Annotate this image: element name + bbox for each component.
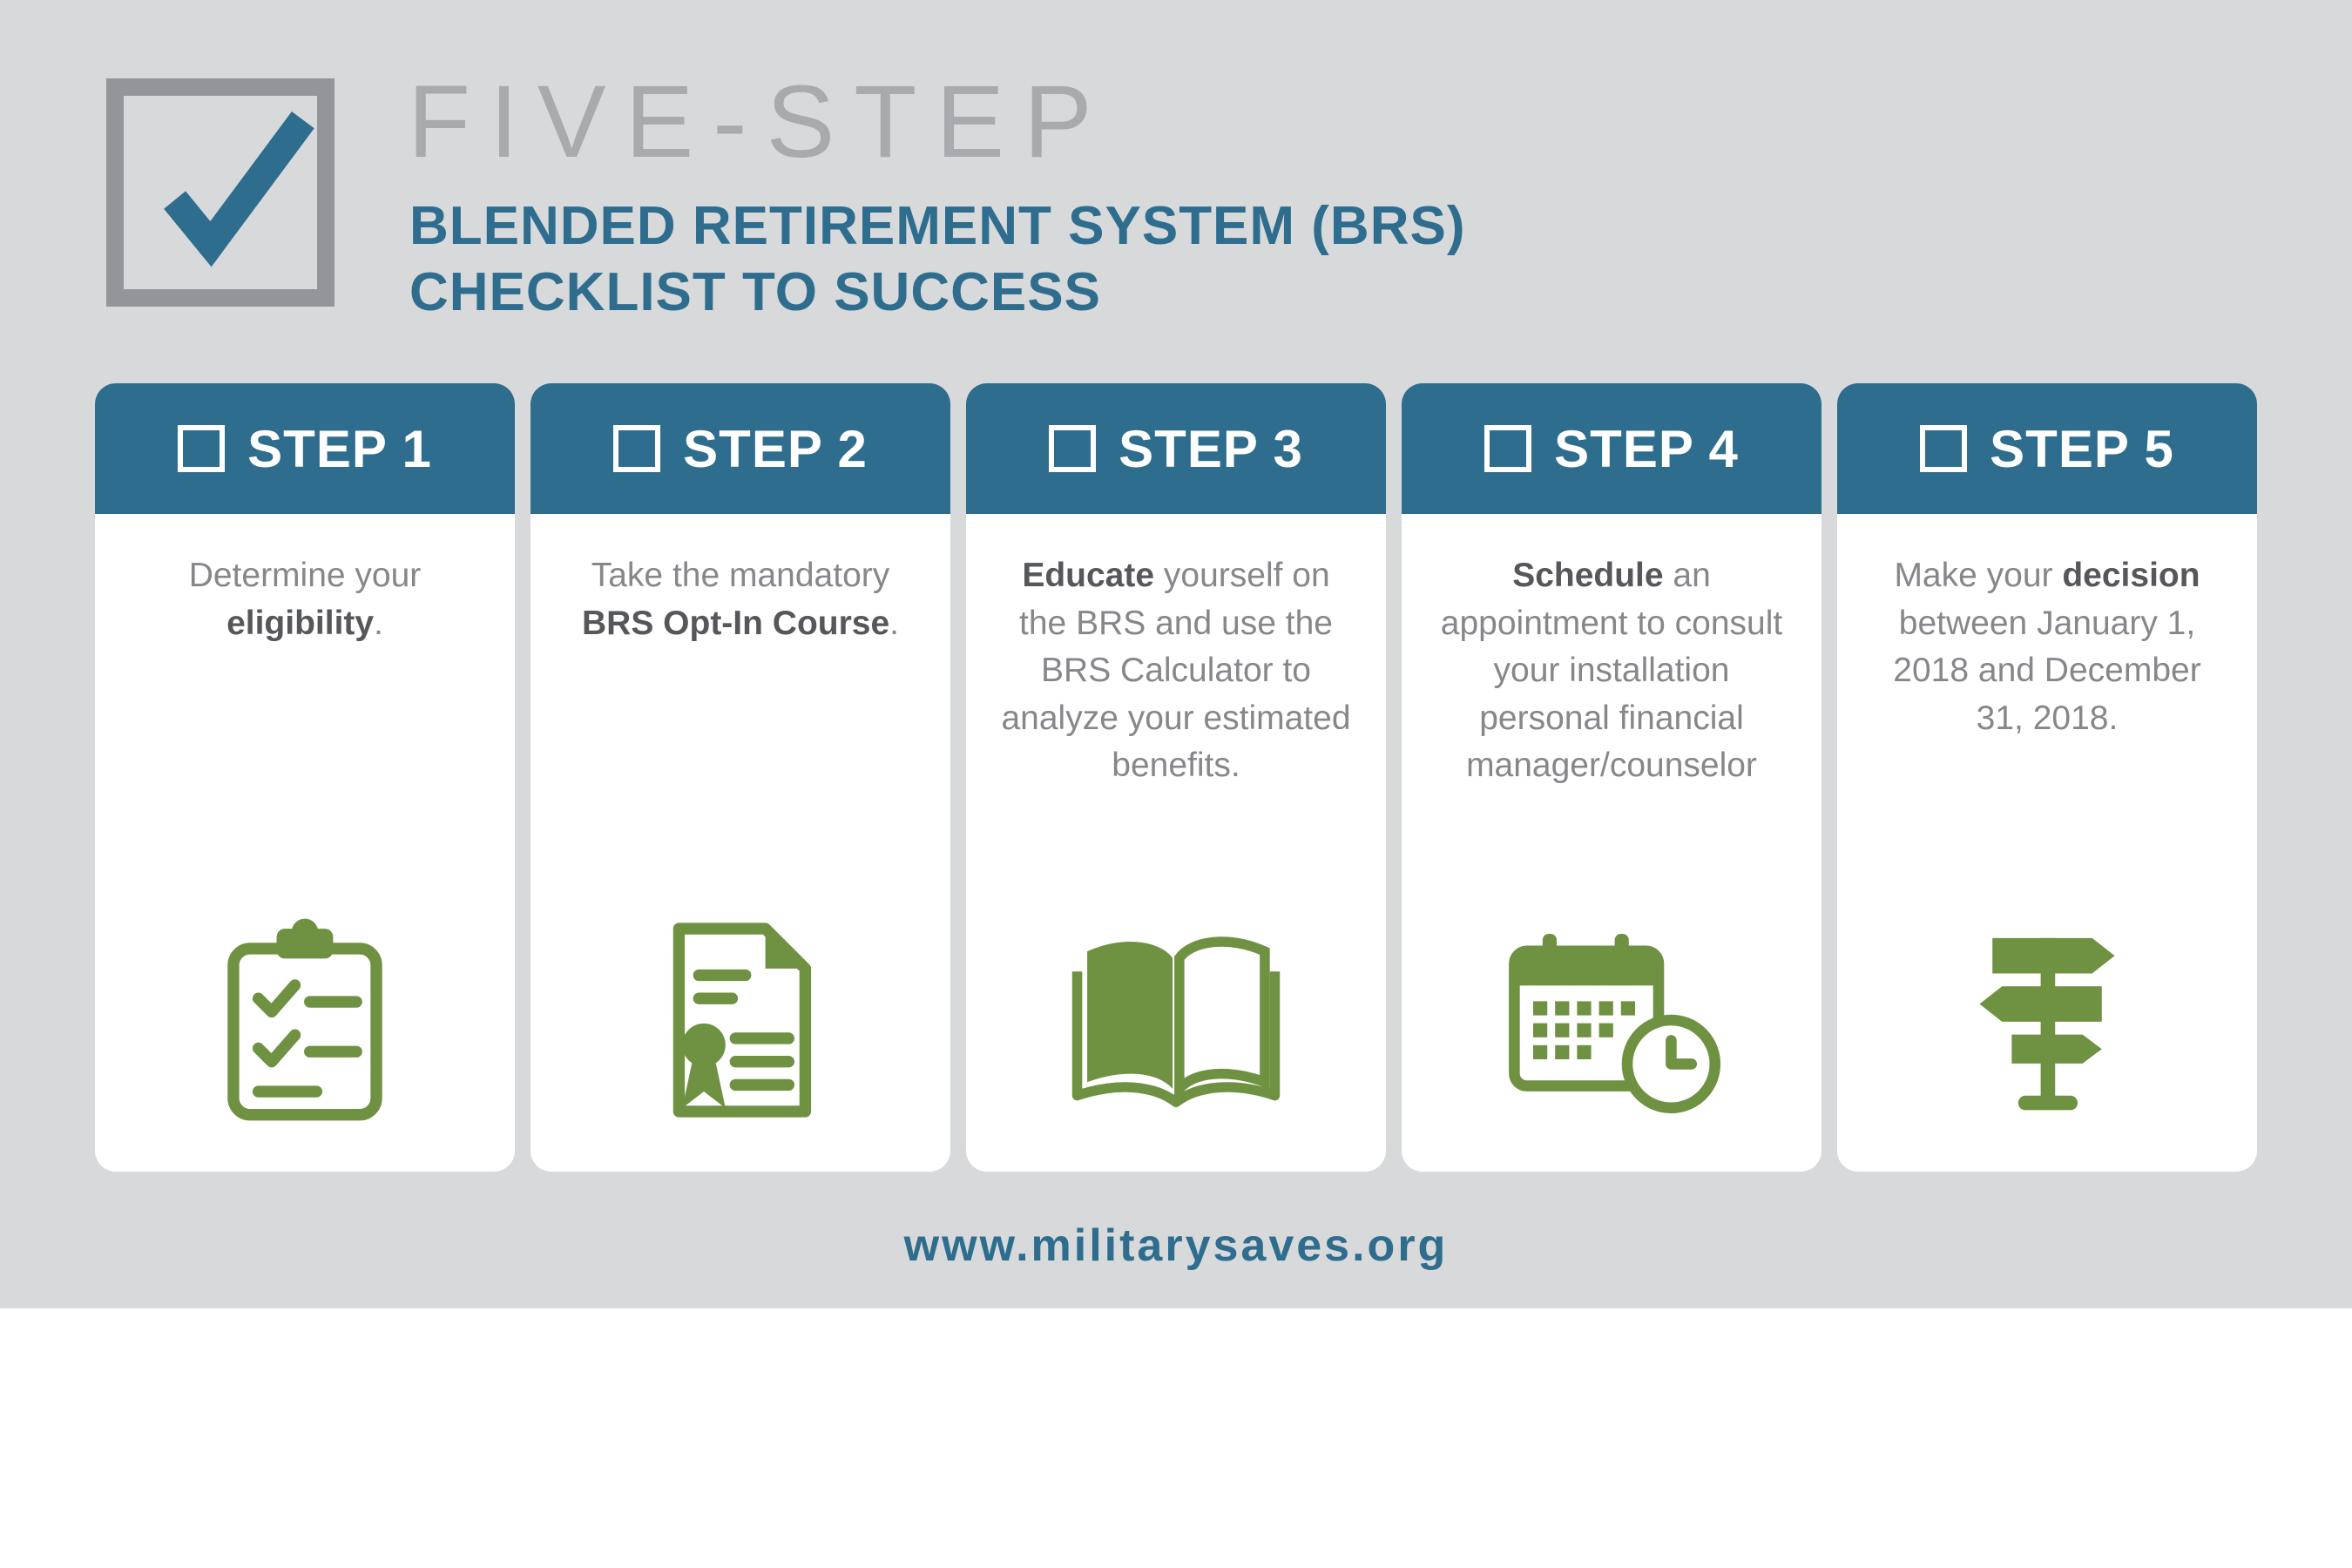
website-url: www.militarysaves.org	[903, 1220, 1449, 1271]
step-3-label: STEP 3	[1119, 419, 1303, 478]
footer: BRS UNIFORMED SERVICES BLENDED RETIREMEN…	[0, 1308, 2352, 1568]
page-subtitle-line1: BLENDED RETIREMENT SYSTEM (BRS)	[409, 196, 1466, 256]
step-4-card: STEP 4 Schedule an appointment to consul…	[1402, 383, 1821, 1172]
checkbox-logo	[106, 78, 335, 307]
signpost-icon	[1837, 913, 2257, 1126]
step-3-card: STEP 3 Educate yourself on the BRS and u…	[966, 383, 1386, 1172]
step-4-body: Schedule an appointment to consult your …	[1402, 514, 1821, 1172]
steps-row: STEP 1 Determine your eligibility.	[95, 383, 2257, 1172]
clipboard-checklist-icon	[95, 913, 515, 1126]
calendar-clock-icon	[1402, 913, 1821, 1126]
step-checkbox	[1484, 425, 1532, 472]
step-1-header: STEP 1	[95, 383, 515, 514]
step-5-header: STEP 5	[1837, 383, 2257, 514]
step-2-body: Take the mandatory BRS Opt-In Course.	[531, 514, 950, 1172]
step-4-text: Schedule an appointment to consult your …	[1440, 557, 1783, 785]
step-1-label: STEP 1	[247, 419, 432, 478]
step-1-body: Determine your eligibility.	[95, 514, 515, 1172]
certificate-icon	[531, 913, 950, 1126]
step-2-header: STEP 2	[531, 383, 950, 514]
step-3-body: Educate yourself on the BRS and use the …	[966, 514, 1386, 1172]
page-subtitle-line2: CHECKLIST TO SUCCESS	[409, 261, 1101, 322]
step-3-text: Educate yourself on the BRS and use the …	[1001, 557, 1351, 785]
page-subtitle: BLENDED RETIREMENT SYSTEM (BRS) CHECKLIS…	[409, 193, 1465, 325]
step-1-card: STEP 1 Determine your eligibility.	[95, 383, 515, 1172]
step-4-header: STEP 4	[1402, 383, 1821, 514]
open-book-icon	[966, 913, 1386, 1126]
step-2-text: Take the mandatory BRS Opt-In Course.	[581, 557, 899, 642]
step-5-card: STEP 5 Make your decision between Januar…	[1837, 383, 2257, 1172]
step-checkbox	[1920, 425, 1968, 472]
step-checkbox	[1049, 425, 1097, 472]
step-3-header: STEP 3	[966, 383, 1386, 514]
step-1-text: Determine your eligibility.	[188, 557, 422, 642]
step-2-label: STEP 2	[683, 419, 868, 478]
step-checkbox	[613, 425, 661, 472]
step-4-label: STEP 4	[1554, 419, 1739, 478]
step-5-text: Make your decision between January 1, 20…	[1893, 557, 2201, 737]
step-5-body: Make your decision between January 1, 20…	[1837, 514, 2257, 1172]
page-title: FIVE-STEP	[408, 64, 1112, 179]
step-2-card: STEP 2 Take the mandatory BRS Opt-In Cou…	[531, 383, 950, 1172]
step-5-label: STEP 5	[1990, 419, 2174, 478]
step-checkbox	[178, 425, 226, 472]
checkmark-icon	[164, 112, 314, 267]
